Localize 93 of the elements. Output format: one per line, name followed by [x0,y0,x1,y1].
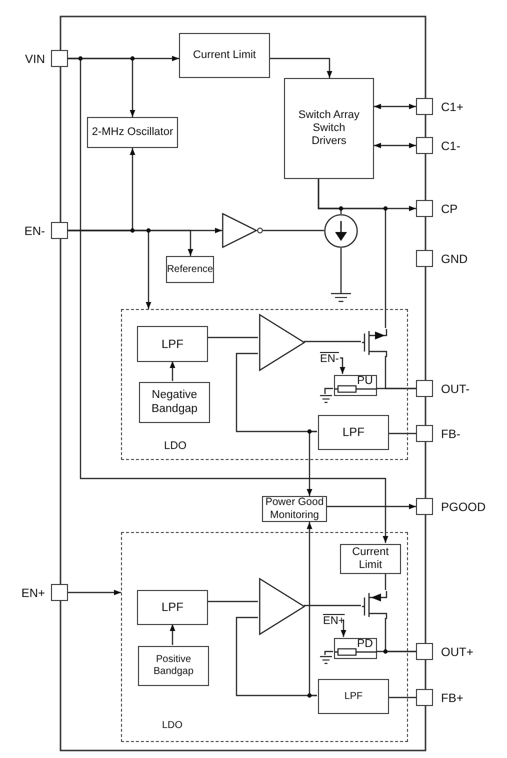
pin-label: OUT+ [441,644,474,658]
pin-label: C1- [441,138,460,152]
pin-box [416,98,433,115]
connector-line [324,388,333,394]
resistor-block [334,638,377,659]
connector-line [236,616,317,696]
arrow [68,590,121,596]
pin-box [416,137,433,154]
transistor-symbol [362,591,387,619]
pin-label: PGOOD [441,500,486,514]
arrow [270,58,332,78]
block-box [340,544,401,574]
pin-label: EN- [24,224,45,238]
block-label: Current Limit [193,48,256,62]
block-label: 2-MHz Oscillator [92,126,174,140]
pin-label: FB+ [441,690,464,704]
arrow [170,361,176,381]
connector-line [376,650,416,652]
block-box [179,33,270,78]
connector-line [263,230,324,232]
block-label: Power Good Monitoring [264,496,325,522]
inverter-symbol [222,213,263,248]
block-box [284,78,374,179]
block-box [318,679,389,714]
resistor-block [334,375,377,396]
block-label: Negative Bandgap [150,388,199,416]
ground-symbol [320,395,332,403]
pin-box [51,222,68,239]
block-box [139,382,210,423]
block-box [137,590,208,625]
block-label: Reference [166,264,214,276]
block-box [138,646,209,686]
pin-box [416,689,433,706]
region-label: LDO [162,719,183,733]
ldo-region [121,532,408,742]
connector-line [304,340,361,342]
connector-line [318,179,386,328]
region-label: LDO [164,439,187,453]
pin-label: C1+ [441,100,464,114]
block-box [87,117,178,148]
pin-box [416,643,433,660]
block-label: Positive Bandgap [152,654,195,678]
block-label: LPF [342,425,364,440]
block-box [137,326,208,362]
pin-label: FB- [441,426,460,440]
block-label: PU [357,375,373,387]
connector-line [324,650,333,655]
arrow [68,230,194,256]
current-source-symbol [324,214,358,248]
pin-box [416,380,433,397]
pin-box [51,50,68,67]
block-label: LPF [161,600,184,615]
amplifier-symbol [259,314,305,371]
arrow [327,504,416,510]
block-box [166,256,214,283]
connector-line [384,573,386,590]
transistor-symbol [362,329,387,357]
signal-label: EN- [320,352,341,366]
block-label: LPF [161,336,184,352]
arrow [340,357,346,374]
pin-label: EN+ [21,586,45,600]
signal-label: EN+ [323,614,345,628]
block-box [318,415,389,450]
arrow [170,624,176,645]
connector-line [388,696,416,698]
pin-label: CP [441,202,458,216]
arrow [374,104,416,110]
pin-label: GND [441,252,468,266]
ground-symbol [320,656,332,664]
pin-label: VIN [24,52,45,66]
pin-box [51,584,68,601]
pin-label: OUT- [441,382,470,396]
arrow [68,58,388,543]
arrow [340,619,346,637]
connector-line [388,432,416,434]
block-label: LPF [344,690,363,702]
ldo-region [121,309,408,460]
pin-box [416,425,433,442]
connector-line [207,600,258,602]
arrow [306,430,317,496]
connector-line [304,604,361,606]
ground-symbol [331,293,351,302]
connector-line [376,388,416,390]
pin-box [416,250,433,267]
block-label: Current Limit [351,546,390,572]
block-label: Switch Array Switch Drivers [297,108,361,148]
arrow [374,142,416,148]
connector-line [207,336,258,338]
pin-box [416,200,433,217]
amplifier-symbol [259,578,305,635]
block-label: PD [357,638,373,650]
connector-line [340,248,342,293]
pin-box [416,498,433,515]
